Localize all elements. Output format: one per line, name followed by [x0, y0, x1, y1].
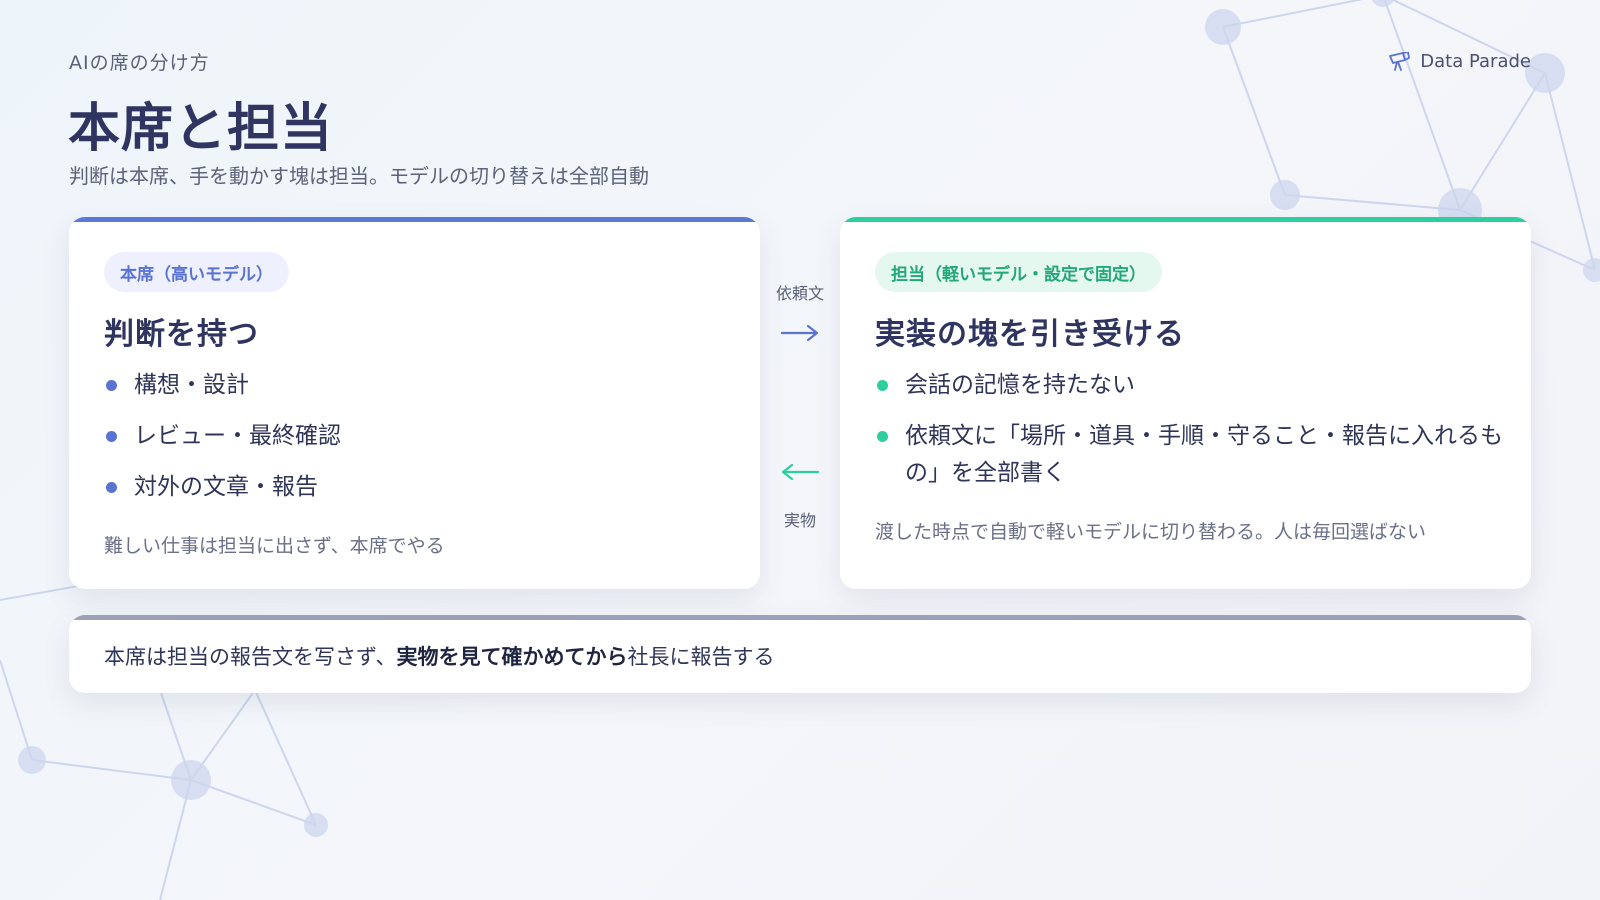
assignee-card: 担当（軽いモデル・設定で固定） 実装の塊を引き受ける 会話の記憶を持たない 依頼…	[840, 217, 1531, 589]
verification-note-emphasis: 実物を見て確かめてから	[396, 645, 628, 669]
slide-subtitle: 判断は本席、手を動かす塊は担当。モデルの切り替えは全部自動	[69, 164, 649, 188]
request-label: 依頼文	[775, 284, 824, 303]
list-item: 対外の文章・報告	[104, 469, 734, 506]
telescope-icon	[1389, 51, 1411, 71]
verification-note: 本席は担当の報告文を写さず、実物を見て確かめてから社長に報告する	[104, 641, 775, 671]
main-seat-heading: 判断を持つ	[104, 317, 259, 352]
arrow-left-icon	[781, 463, 820, 481]
bullet-dot	[106, 380, 117, 391]
main-seat-list: 構想・設計 レビュー・最終確認 対外の文章・報告	[104, 367, 734, 520]
bullet-dot	[106, 482, 117, 493]
handoff-arrows: 依頼文 実物	[760, 217, 840, 589]
deliverable-label: 実物	[783, 511, 816, 530]
verification-note-start: 本席は担当の報告文を写さず、	[104, 645, 397, 669]
arrow-right-icon	[780, 324, 819, 342]
list-item-text: レビュー・最終確認	[134, 423, 341, 449]
slide-kicker: AIの席の分け方	[69, 52, 210, 74]
main-seat-card: 本席（高いモデル） 判断を持つ 構想・設計 レビュー・最終確認 対外の文章・報告…	[69, 217, 760, 589]
main-seat-note: 難しい仕事は担当に出さず、本席でやる	[104, 535, 445, 557]
assignee-heading: 実装の塊を引き受ける	[875, 317, 1185, 352]
list-item: 構想・設計	[104, 367, 734, 404]
bullet-dot	[877, 380, 888, 391]
list-item-text: 会話の記憶を持たない	[905, 372, 1135, 398]
list-item-text: 対外の文章・報告	[134, 474, 318, 500]
verification-note-end: 社長に報告する	[627, 645, 775, 669]
list-item: 会話の記憶を持たない	[875, 367, 1505, 404]
assignee-list: 会話の記憶を持たない 依頼文に「場所・道具・手順・守ること・報告に入れるもの」を…	[875, 367, 1505, 506]
verification-note-card: 本席は担当の報告文を写さず、実物を見て確かめてから社長に報告する	[69, 615, 1531, 693]
list-item: 依頼文に「場所・道具・手順・守ること・報告に入れるもの」を全部書く	[875, 418, 1505, 492]
brand-logo: Data Parade	[1388, 51, 1531, 72]
list-item: レビュー・最終確認	[104, 418, 734, 455]
list-item-text: 依頼文に「場所・道具・手順・守ること・報告に入れるもの」を全部書く	[905, 423, 1503, 486]
main-seat-tag: 本席（高いモデル）	[104, 252, 289, 292]
slide-title: 本席と担当	[68, 99, 334, 159]
brand-name: Data Parade	[1420, 51, 1531, 72]
bullet-dot	[877, 431, 888, 442]
assignee-tag: 担当（軽いモデル・設定で固定）	[875, 252, 1162, 292]
assignee-note: 渡した時点で自動で軽いモデルに切り替わる。人は毎回選ばない	[875, 521, 1427, 543]
bullet-dot	[106, 431, 117, 442]
list-item-text: 構想・設計	[134, 372, 249, 398]
